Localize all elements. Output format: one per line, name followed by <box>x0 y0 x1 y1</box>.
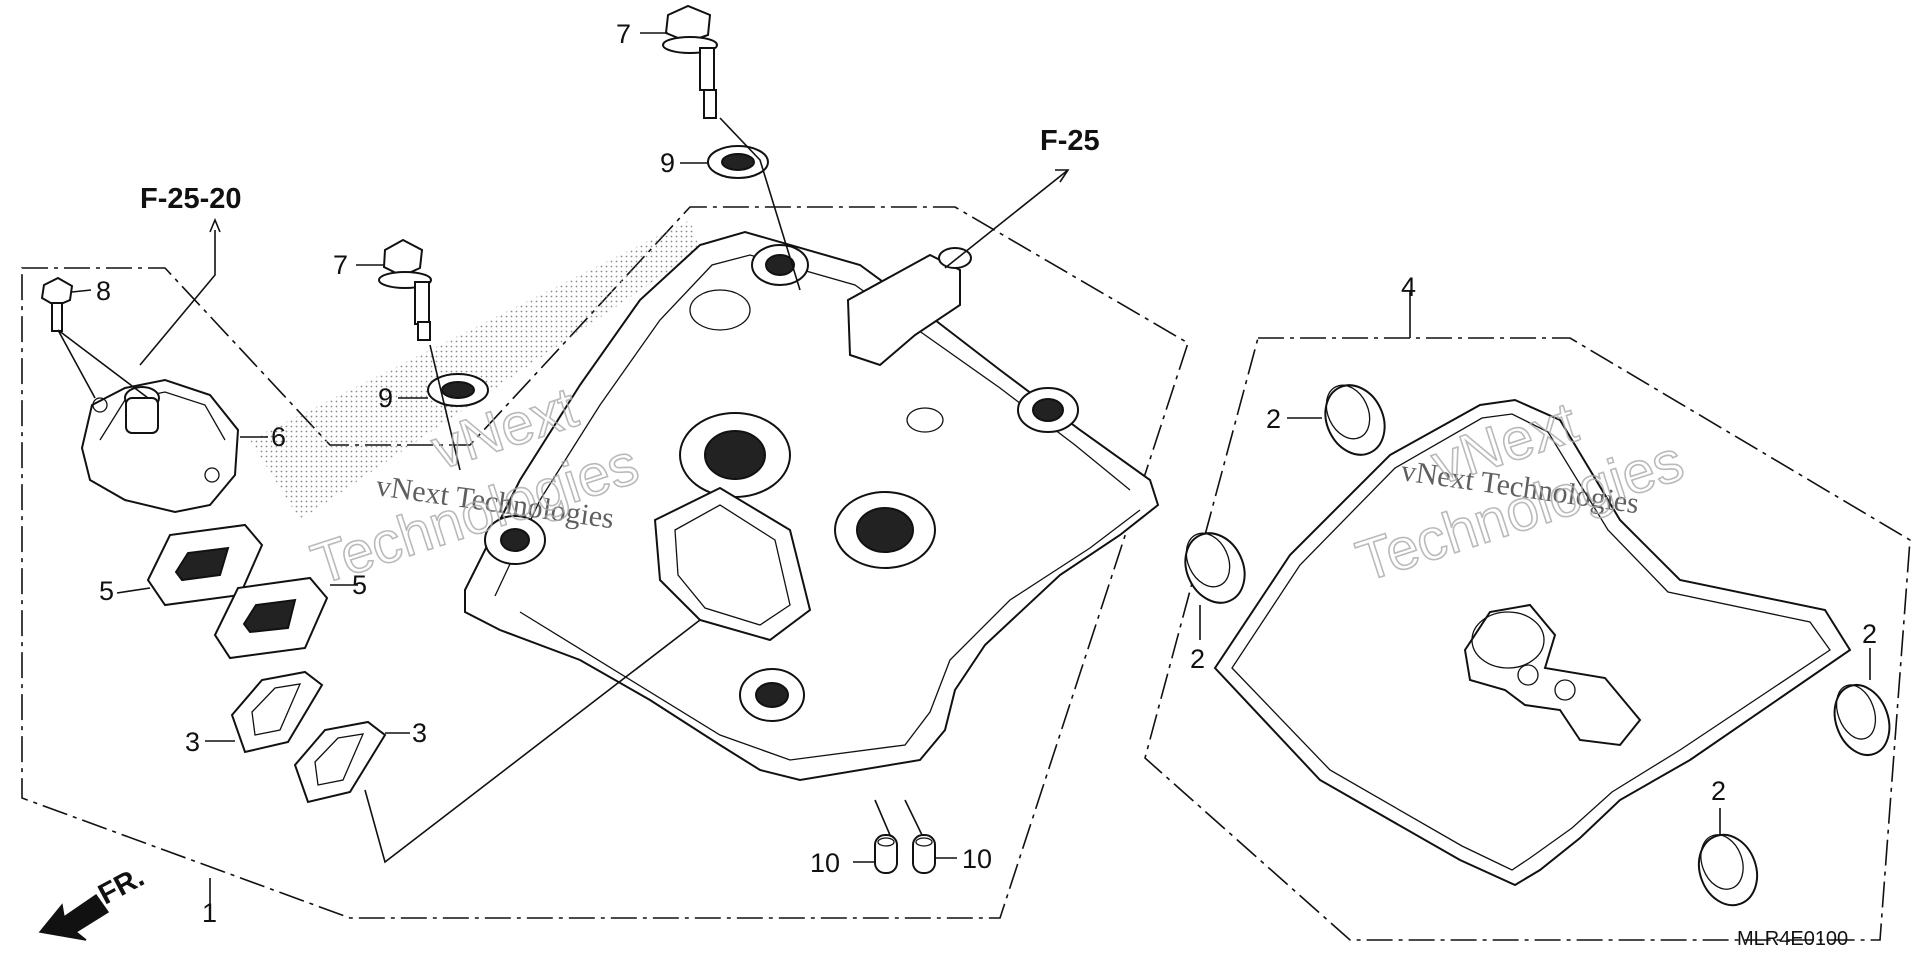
leader-lines <box>57 32 1871 920</box>
group-boundary-cylinder-cover <box>21 206 1189 919</box>
callout-4: 4 <box>1401 272 1416 302</box>
callout-5-right: 5 <box>352 570 367 600</box>
reference-f25-20: F-25-20 <box>140 183 242 215</box>
callout-2-left: 2 <box>1190 644 1205 674</box>
bolt-8 <box>40 276 74 332</box>
plug-seal-2-right <box>1833 684 1891 756</box>
callout-9-left: 9 <box>378 383 393 413</box>
callout-7-left: 7 <box>333 250 348 280</box>
reed-plate-right <box>293 720 387 804</box>
reed-gasket-right <box>213 576 329 660</box>
dowel-pin-right <box>912 834 936 874</box>
plug-seal-2-bottom <box>1697 833 1759 907</box>
callout-1: 1 <box>202 898 217 928</box>
reference-f25: F-25 <box>1040 125 1100 157</box>
sealing-washer-9-top <box>707 145 769 179</box>
bolt-7-top <box>662 4 718 119</box>
callout-2-top: 2 <box>1266 404 1281 434</box>
callout-7-top: 7 <box>616 19 631 49</box>
reed-valve-cover <box>80 378 240 514</box>
callout-2-bottom: 2 <box>1711 776 1726 806</box>
plug-seal-2-left <box>1184 532 1246 604</box>
group-boundary-gasket-set <box>1144 337 1911 941</box>
explosion-shading <box>250 220 700 520</box>
callout-10-right: 10 <box>962 844 992 874</box>
callout-5-left: 5 <box>99 576 114 606</box>
callout-2-right: 2 <box>1862 619 1877 649</box>
callout-3-right: 3 <box>412 718 427 748</box>
front-direction-arrow: FR. <box>38 861 150 941</box>
callout-8: 8 <box>96 276 111 306</box>
cylinder-head-cover <box>464 230 1160 782</box>
callout-10-left: 10 <box>810 848 840 878</box>
reed-gasket-left <box>146 523 264 607</box>
diagram-code: MLR4E0100 <box>1737 928 1848 950</box>
callout-9-top: 9 <box>660 148 675 178</box>
bolt-7-left <box>378 238 432 341</box>
cover-gasket <box>1213 398 1852 887</box>
plug-seal-2-top <box>1324 384 1386 456</box>
reed-plate-left <box>230 670 324 754</box>
callout-3-left: 3 <box>185 727 200 757</box>
dowel-pin-left <box>874 834 898 874</box>
callout-6: 6 <box>271 422 286 452</box>
sealing-washer-9-left <box>427 373 489 407</box>
